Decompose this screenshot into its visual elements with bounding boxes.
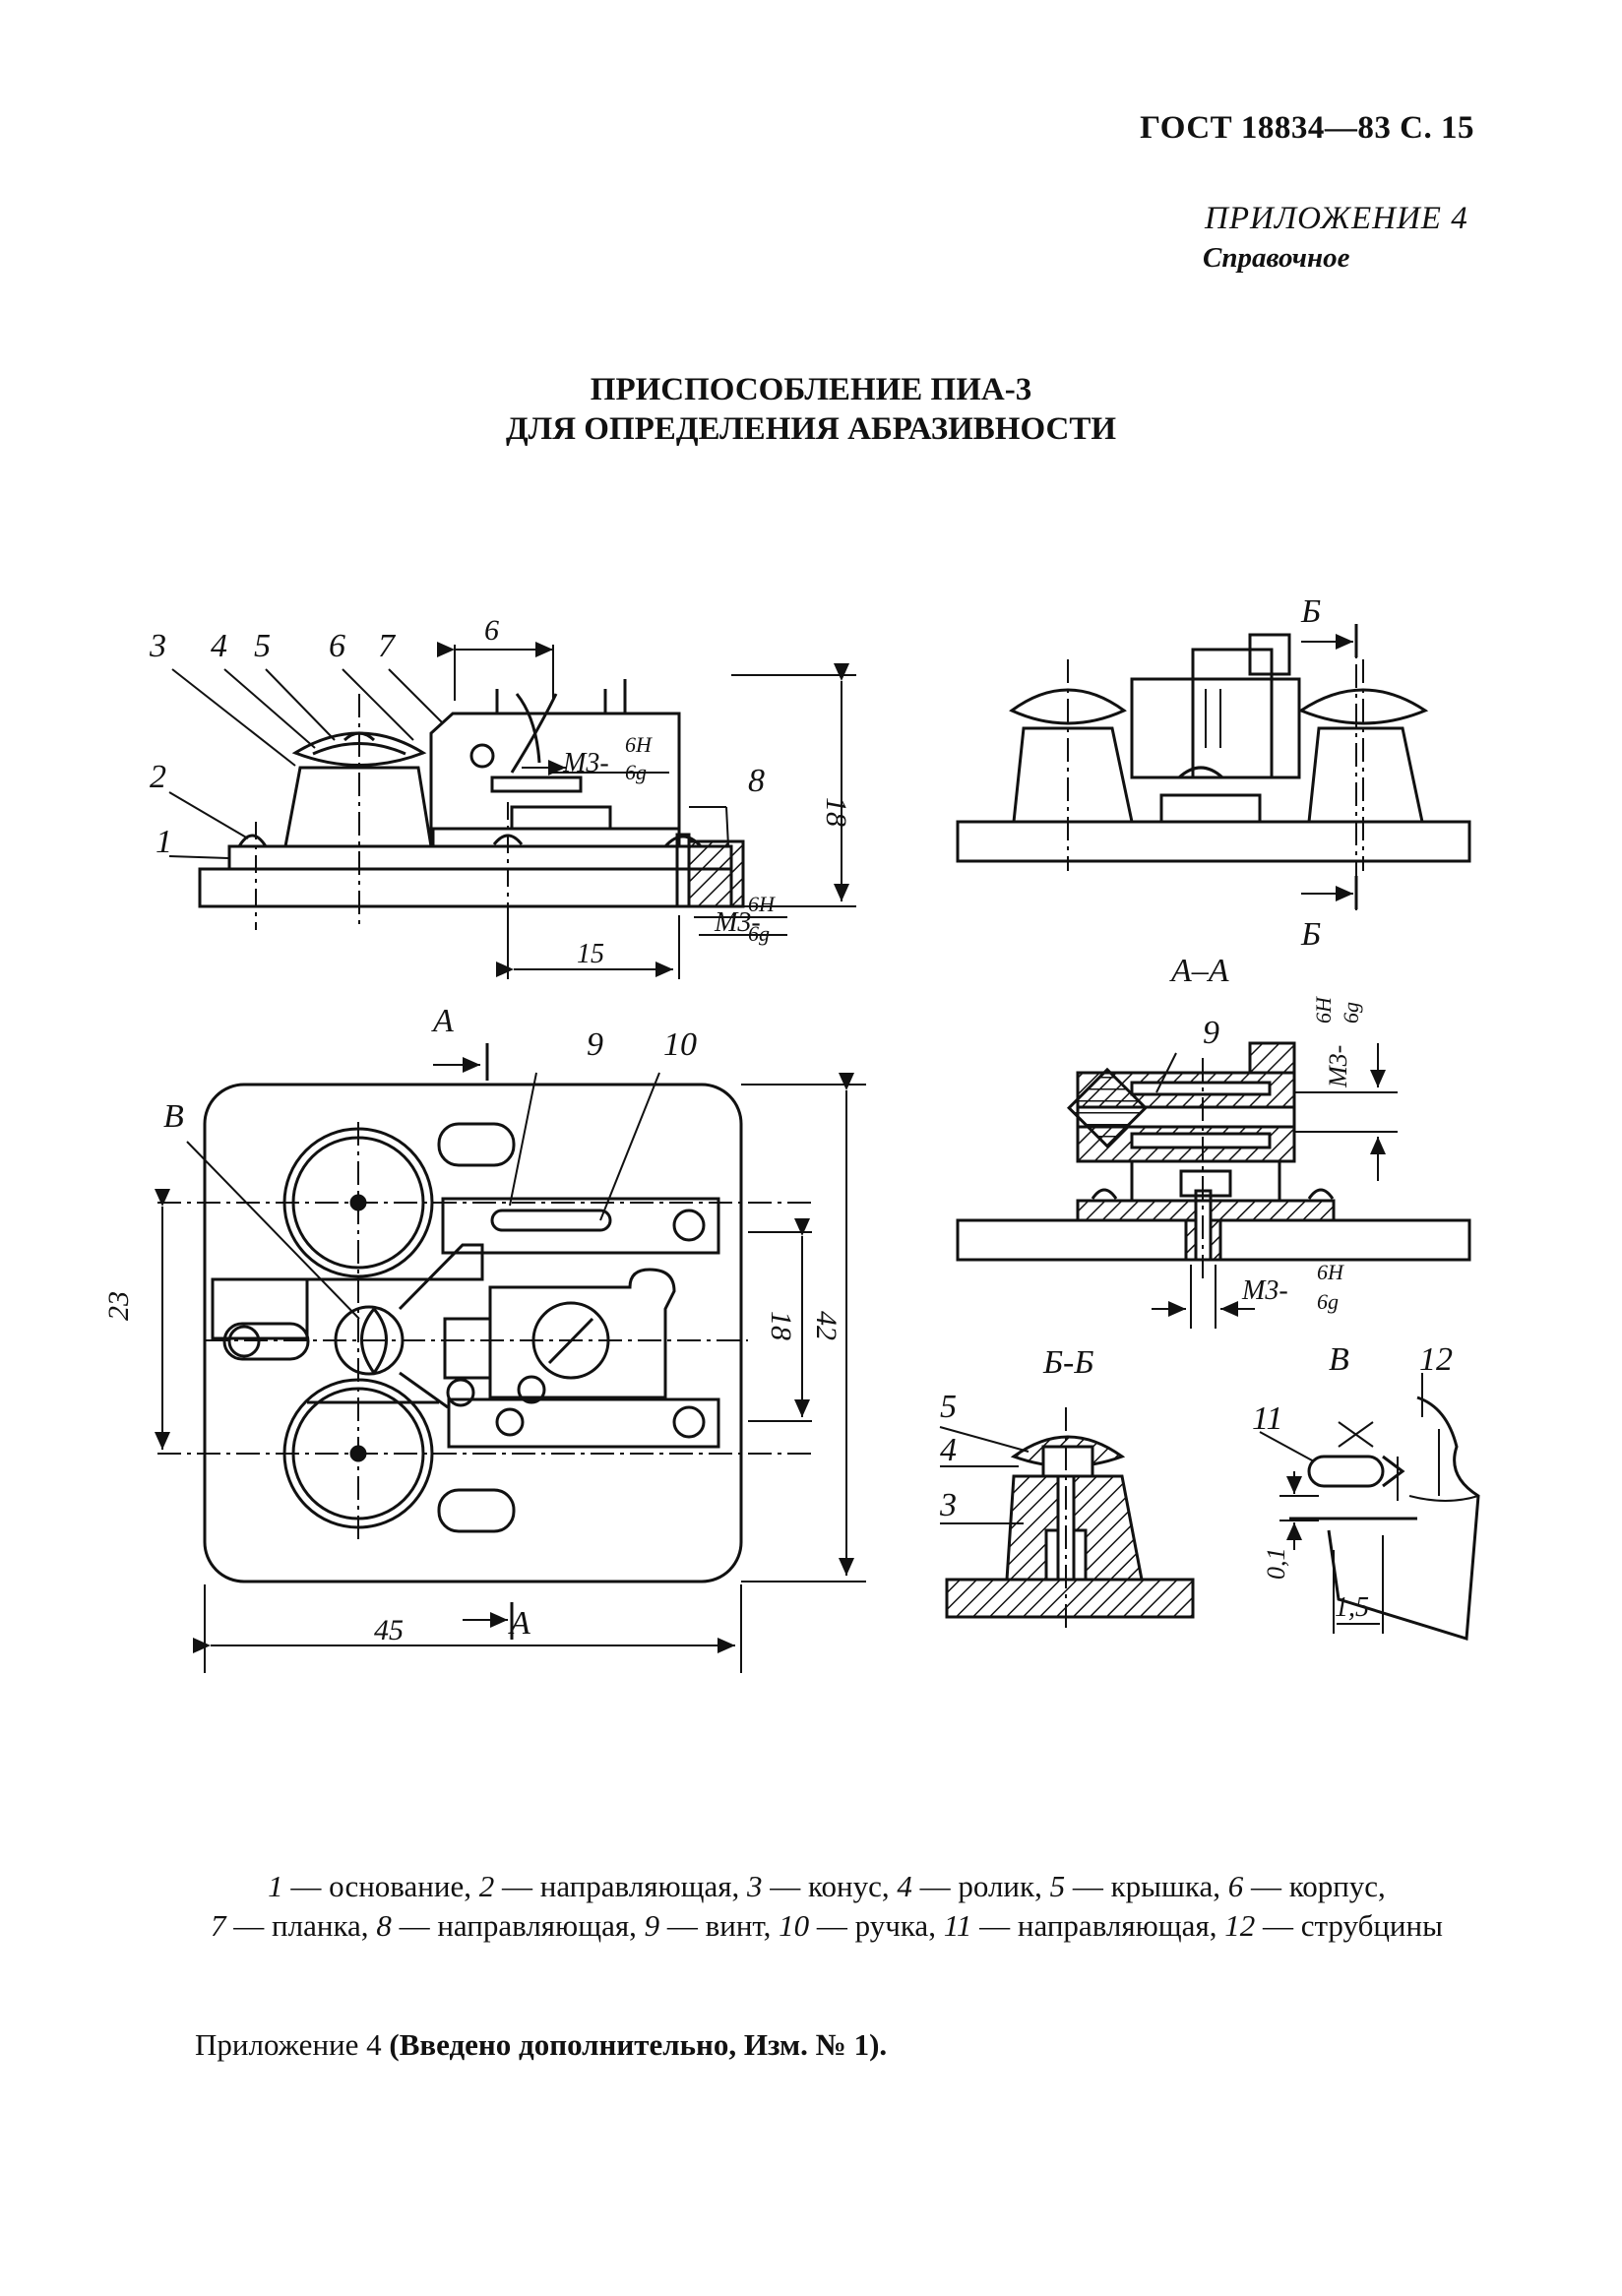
callout-12: 12 (1419, 1341, 1453, 1378)
plan-view-dimensions (155, 1043, 866, 1673)
callout-4-bb: 4 (940, 1432, 957, 1468)
dim-15: 15 (577, 939, 604, 969)
svg-text:М3-: М3- (714, 907, 761, 938)
callout-5: 5 (254, 628, 271, 664)
svg-text:6Н: 6Н (1311, 996, 1336, 1024)
svg-text:М3-: М3- (1324, 1045, 1352, 1088)
dim-45: 45 (374, 1614, 404, 1646)
svg-text:М3-: М3- (1241, 1275, 1288, 1306)
technical-drawing: 3 4 5 6 7 2 1 8 6 15 18 М3- 6Н 6g М3- 6Н… (102, 593, 1480, 1673)
title-line-1: ПРИСПОСОБЛЕНИЕ ПИА-3 (590, 372, 1032, 407)
appendix-subtitle: Справочное (1203, 242, 1350, 274)
svg-text:6Н: 6Н (1317, 1260, 1344, 1284)
dim-18-side: 18 (820, 797, 852, 827)
callout-4: 4 (211, 628, 227, 664)
base-plate (198, 867, 733, 908)
side-view-dimensions (437, 642, 856, 979)
title-line-2: ДЛЯ ОПРЕДЕЛЕНИЯ АБРАЗИВНОСТИ (505, 411, 1117, 447)
callout-6: 6 (329, 628, 345, 664)
callout-5-bb: 5 (940, 1389, 957, 1425)
section-bb-markers (1301, 624, 1358, 909)
section-bb-title: Б-Б (1042, 1344, 1093, 1381)
callout-10: 10 (663, 1026, 697, 1063)
callout-7: 7 (378, 628, 397, 664)
body (429, 712, 681, 846)
svg-text:6Н: 6Н (748, 892, 776, 916)
thread-m3-aa-bottom: М3- 6Н 6g (1241, 1260, 1344, 1314)
legend-item: 1 — основание, (268, 1869, 479, 1903)
svg-text:6g: 6g (1339, 1002, 1363, 1024)
plan-view-labels: 9 10 В А А 45 23 18 42 (102, 1003, 842, 1646)
section-aa-labels: 9 М3- 6Н 6g М3- 6Н 6g (1203, 996, 1363, 1314)
marker-b-top: Б (1300, 593, 1321, 630)
callout-8: 8 (748, 763, 765, 799)
legend-item: 4 — ролик, (897, 1869, 1050, 1903)
marker-v: В (163, 1098, 184, 1135)
svg-text:6g: 6g (748, 921, 770, 946)
legend-item: 11 — направляющая, (943, 1908, 1225, 1943)
side-view-labels: 3 4 5 6 7 2 1 8 6 15 18 М3- 6Н 6g М3- 6Н… (149, 614, 852, 969)
legend-item: 6 — корпус, (1227, 1869, 1386, 1903)
legend-item: 2 — направляющая, (478, 1869, 748, 1903)
dim-23: 23 (102, 1291, 135, 1321)
dim-6: 6 (484, 614, 499, 647)
legend-item: 9 — винт, (644, 1908, 780, 1943)
section-bb-leaders (939, 1426, 1029, 1524)
detail-v (1289, 1396, 1480, 1641)
dim-0-1: 0,1 (1262, 1548, 1290, 1581)
front-view (956, 625, 1471, 910)
section-aa-title: А–А (1169, 953, 1229, 989)
plan-view (157, 1083, 817, 1583)
callout-9-aa: 9 (1203, 1015, 1219, 1051)
legend-item: 7 — планка, (211, 1908, 377, 1943)
thread-m3-upper: М3- 6Н 6g (562, 732, 653, 784)
dim-18-plan: 18 (765, 1311, 797, 1340)
dim-1-5: 1,5 (1335, 1592, 1369, 1623)
detail-v-dimensions (1259, 1373, 1423, 1634)
marker-a-top: А (431, 1003, 454, 1039)
detail-v-title: В (1329, 1341, 1349, 1378)
parts-legend: 1 — основание, 2 — направляющая, 3 — кон… (167, 1867, 1486, 1946)
side-view (198, 679, 745, 930)
callout-11: 11 (1252, 1400, 1282, 1437)
thread-m3-lower: М3- 6Н 6g (714, 892, 776, 946)
document-reference: ГОСТ 18834—83 С. 15 (1140, 110, 1474, 146)
marker-b-bottom: Б (1300, 916, 1321, 953)
dim-42: 42 (810, 1311, 842, 1340)
section-aa (956, 1041, 1471, 1279)
callout-1: 1 (156, 824, 172, 860)
svg-text:6g: 6g (1317, 1289, 1339, 1314)
cone (283, 766, 433, 848)
legend-item: 12 — струбцины (1224, 1908, 1443, 1943)
callout-2: 2 (150, 759, 166, 795)
callout-3: 3 (149, 628, 166, 664)
section-aa-dimensions (1152, 1043, 1398, 1329)
thread-m3-aa-right: М3- 6Н 6g (1311, 996, 1363, 1088)
callout-9: 9 (587, 1026, 603, 1063)
svg-text:6g: 6g (625, 760, 647, 784)
legend-item: 10 — ручка, (779, 1908, 944, 1943)
svg-text:М3-: М3- (562, 748, 609, 778)
amendment-note: Приложение 4 (Введено дополнительно, Изм… (195, 2027, 888, 2062)
side-view-leaders (168, 668, 729, 859)
plan-base (203, 1083, 743, 1583)
callout-3-bb: 3 (939, 1487, 957, 1523)
legend-item: 5 — крышка, (1049, 1869, 1228, 1903)
legend-item: 3 — конус, (747, 1869, 898, 1903)
page-title: ПРИСПОСОБЛЕНИЕ ПИА-3 ДЛЯ ОПРЕДЕЛЕНИЯ АБР… (0, 370, 1622, 449)
marker-a-bottom: А (508, 1605, 530, 1642)
svg-text:6Н: 6Н (625, 732, 653, 757)
appendix-title: ПРИЛОЖЕНИЕ 4 (1205, 201, 1468, 236)
section-bb (945, 1407, 1195, 1629)
legend-item: 8 — направляющая, (376, 1908, 645, 1943)
